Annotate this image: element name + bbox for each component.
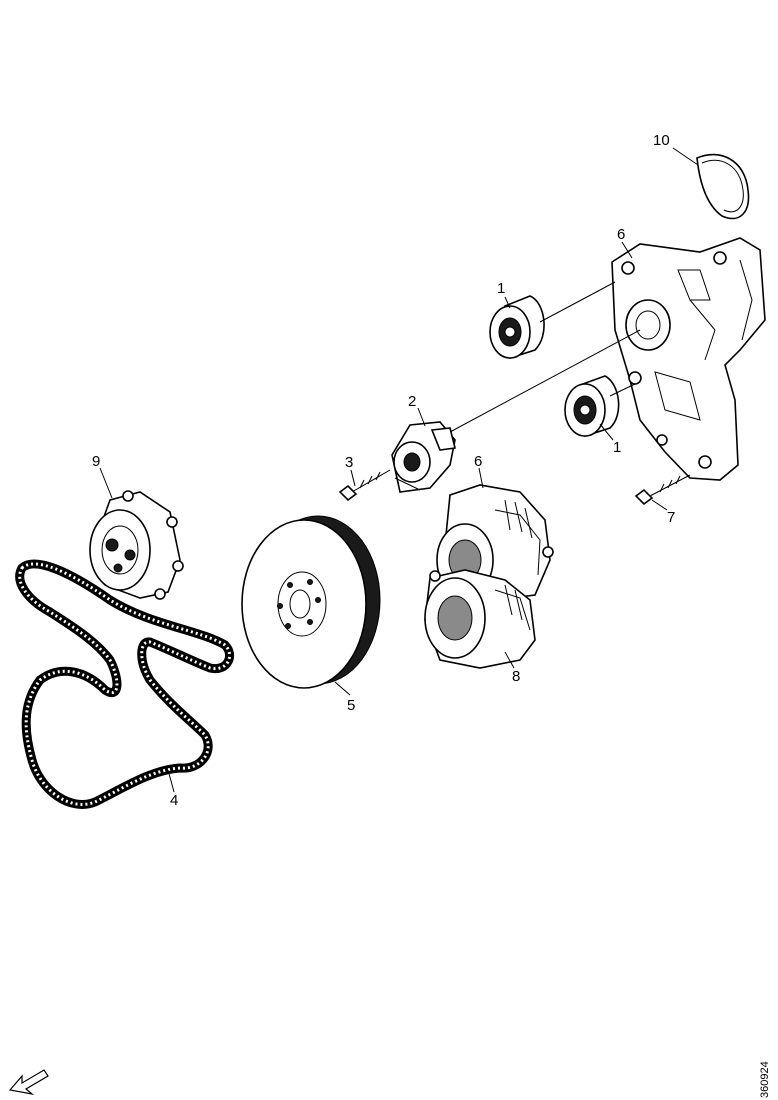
alternator-lower-part (424, 569, 536, 669)
callout-6-alternator: 6 (474, 453, 482, 470)
idler-pulley-upper-part (489, 295, 545, 360)
callout-8: 8 (512, 668, 520, 685)
callout-2: 2 (408, 393, 416, 410)
callout-5: 5 (347, 697, 355, 714)
callout-4: 4 (170, 792, 178, 809)
reference-code: 360924 (759, 1061, 771, 1098)
callout-10: 10 (653, 132, 670, 149)
callout-1-lower: 1 (613, 439, 621, 456)
callout-3: 3 (345, 454, 353, 471)
bolt-part-3 (338, 469, 391, 502)
mounting-bracket-part (611, 237, 766, 481)
pump-pulley-part (89, 490, 184, 600)
callout-7: 7 (667, 509, 675, 526)
idler-pulley-lower-part (564, 375, 620, 438)
crankshaft-pulley-part (241, 515, 381, 689)
callout-9: 9 (92, 453, 100, 470)
gasket-part (696, 153, 750, 220)
callout-6-bracket: 6 (617, 226, 625, 243)
callout-1-upper: 1 (497, 280, 505, 297)
arrow-icon (8, 1069, 49, 1095)
belt-tensioner-part (391, 421, 456, 493)
bolt-part-7 (634, 474, 691, 506)
drive-belt-part (15, 559, 234, 809)
